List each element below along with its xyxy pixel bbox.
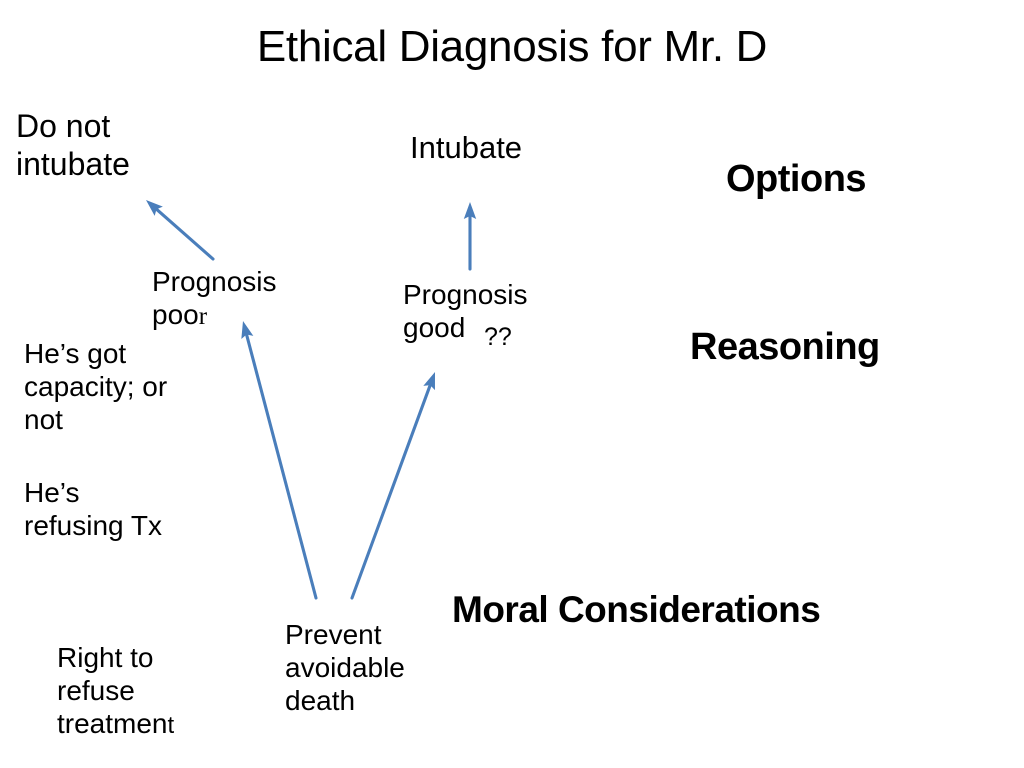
reason-prognosis-poor-tail: r	[198, 303, 208, 331]
reason-prognosis-poor-main: Prognosis poo	[152, 266, 277, 331]
arrow-prognosis-good-to-intubate-head	[463, 202, 477, 219]
moral-right-to-refuse-treatment: Right to refuse treatment	[57, 641, 267, 740]
reason-prognosis-poor: Prognosis poor	[152, 265, 352, 332]
arrow-prognosis-poor-to-do-not-intubate-shaft	[154, 207, 215, 261]
reason-capacity: He’s got capacity; or not	[24, 338, 168, 436]
arrow-prognosis-poor-to-do-not-intubate-head	[146, 200, 163, 216]
arrow-prevent-death-to-prognosis-good	[350, 372, 435, 600]
column-heading-options: Options	[726, 158, 867, 200]
option-intubate: Intubate	[410, 130, 523, 165]
moral-right-to-refuse-main: Right to refuse treatmen	[57, 642, 168, 740]
page-title: Ethical Diagnosis for Mr. D	[256, 22, 768, 71]
column-heading-reasoning: Reasoning	[690, 326, 880, 368]
option-do-not-intubate: Do not intubate	[16, 108, 130, 182]
arrow-prevent-death-to-prognosis-poor	[241, 321, 318, 600]
arrow-prognosis-poor-to-do-not-intubate	[146, 200, 215, 261]
reason-question-marks: ??	[484, 323, 512, 351]
arrow-prevent-death-to-prognosis-good-shaft	[350, 383, 432, 600]
arrow-prevent-death-to-prognosis-poor-shaft	[245, 332, 318, 600]
reason-refusing-treatment: He’s refusing Tx	[24, 477, 162, 542]
moral-right-to-refuse-tail: t	[167, 712, 175, 740]
arrow-prognosis-good-to-intubate	[463, 202, 477, 271]
column-heading-moral-considerations: Moral Considerations	[452, 589, 821, 630]
arrow-prevent-death-to-prognosis-good-head	[423, 372, 435, 391]
moral-prevent-avoidable-death: Prevent avoidable death	[285, 619, 405, 717]
reason-prognosis-good: Prognosis good	[403, 279, 528, 344]
